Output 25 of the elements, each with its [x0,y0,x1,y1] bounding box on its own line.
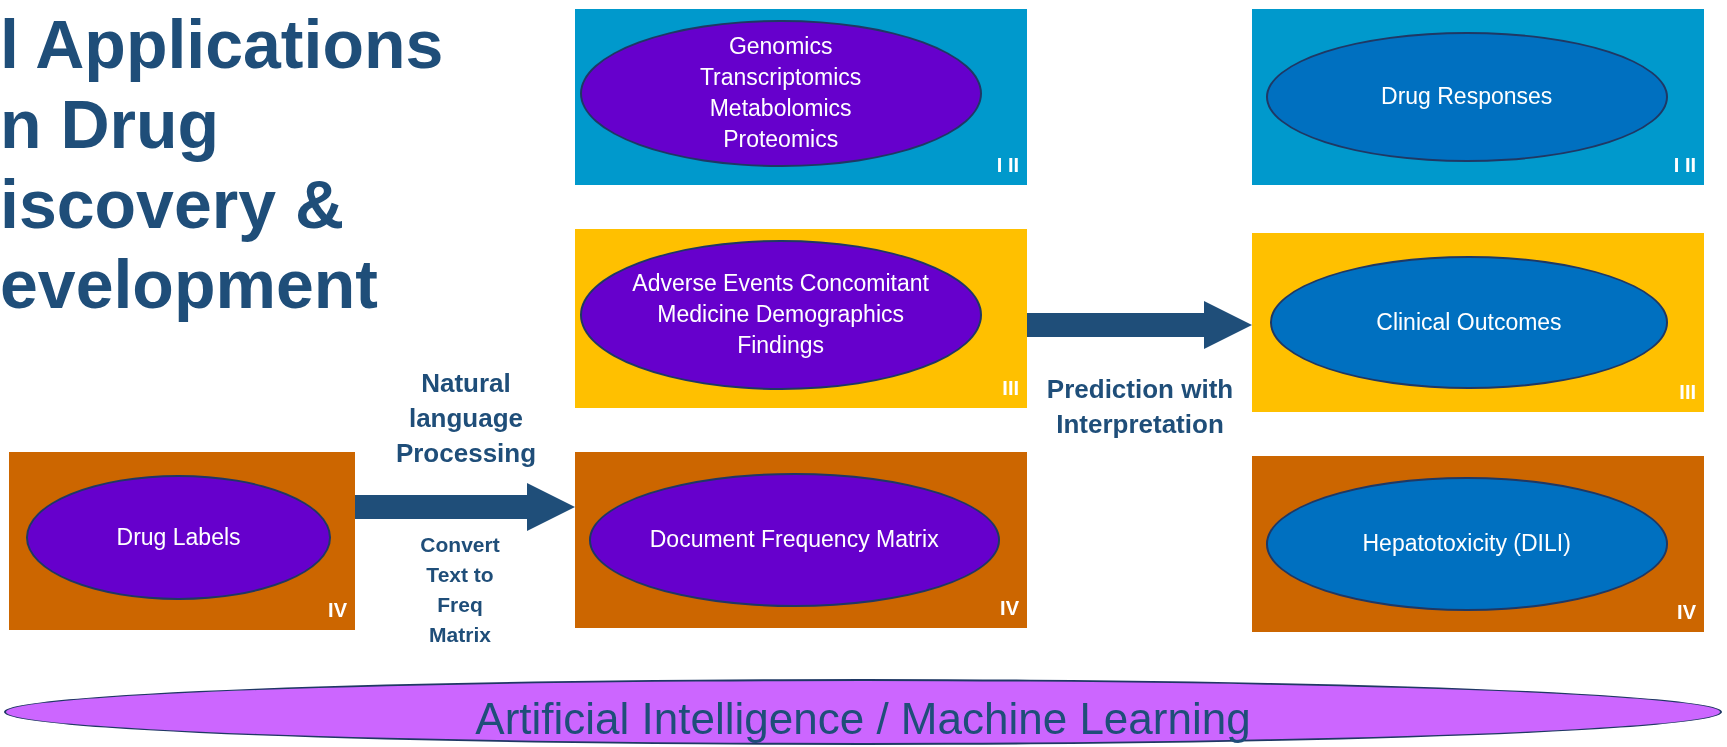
title: l Applications n Drug iscovery & evelopment [0,5,445,324]
block-arrow [355,483,575,531]
category-panel [9,452,355,630]
block-arrow [1027,301,1252,349]
data-ellipse: Document Frequency Matrix [588,473,1000,607]
phase-numeral: I II [996,154,1019,177]
category-panel [575,9,1027,185]
data-ellipse: Hepatotoxicity (DILI) [1265,477,1668,611]
phase-numeral: III [1679,381,1696,404]
category-panel [1252,233,1704,412]
data-ellipse: Genomics Transcriptomics Metabolomics Proteomics [579,19,982,168]
category-panel [575,452,1027,628]
category-panel [1252,456,1704,632]
phase-numeral: I II [1673,154,1696,177]
data-ellipse: Drug Labels [26,475,331,600]
phase-numeral: IV [328,599,347,622]
phase-numeral: III [1002,377,1019,400]
category-panel [575,229,1027,408]
data-ellipse: Clinical Outcomes [1270,256,1668,389]
data-ellipse: Drug Responses [1265,31,1668,163]
foundation-ellipse: Artificial Intelligence / Machine Learning [4,679,1722,745]
phase-numeral: IV [1000,597,1019,620]
data-ellipse: Adverse Events Concomitant Medicine Demographics Findings [579,239,982,391]
phase-numeral: IV [1677,601,1696,624]
category-panel [1252,9,1704,185]
